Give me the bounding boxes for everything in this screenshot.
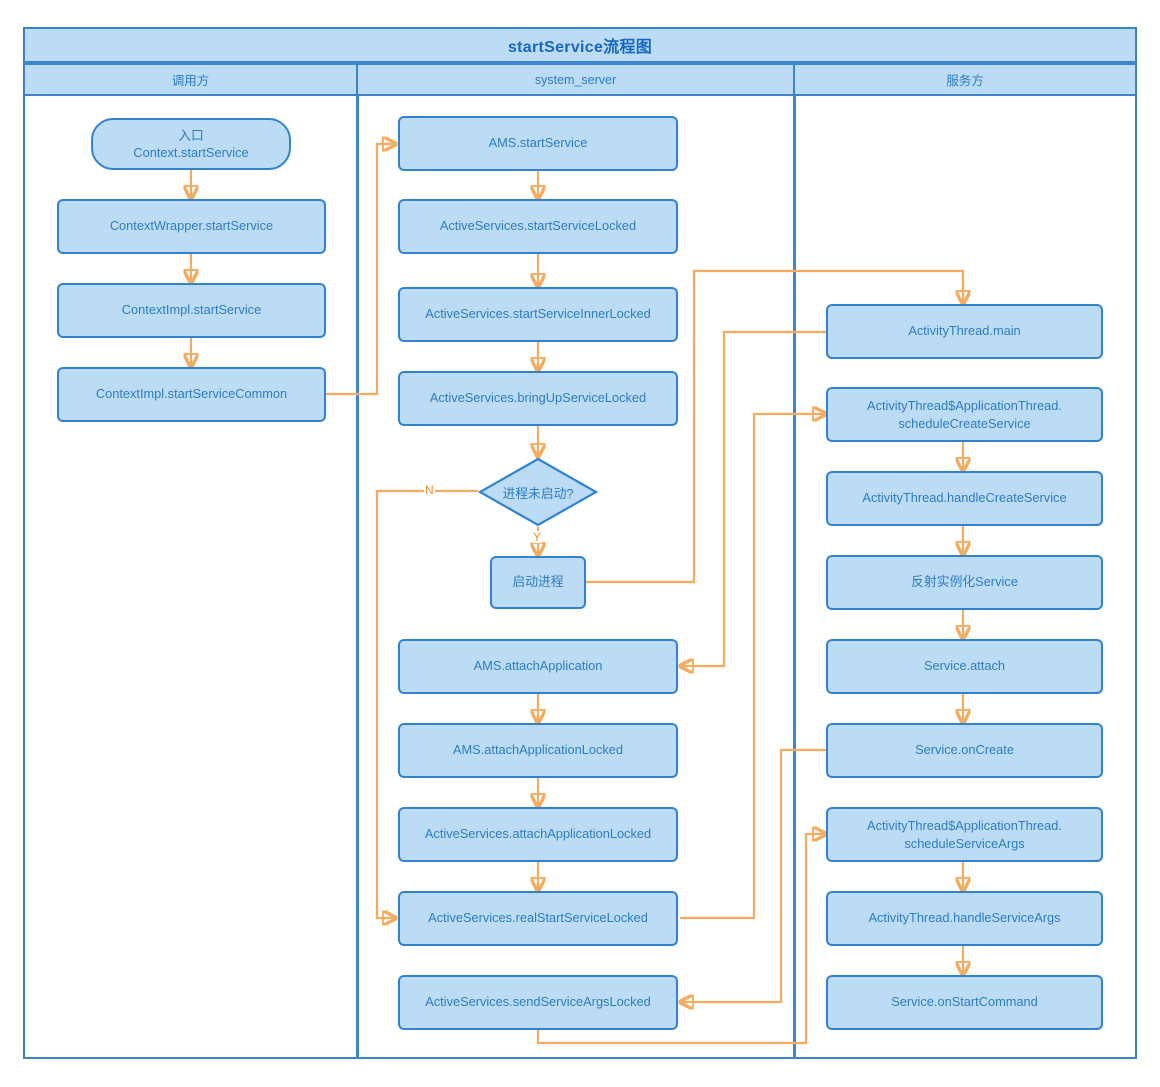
- node-ams-attachapplicationlocked[interactable]: AMS.attachApplicationLocked: [398, 723, 678, 778]
- node-activeservices-sendserviceargslocked[interactable]: ActiveServices.sendServiceArgsLocked: [398, 975, 678, 1030]
- node-activeservices-startservicelocked[interactable]: ActiveServices.startServiceLocked: [398, 199, 678, 254]
- node-schedulecreateservice-line1: ActivityThread$ApplicationThread.: [867, 398, 1062, 414]
- node-entry[interactable]: 入口 Context.startService: [91, 118, 291, 170]
- lane-header-service: 服务方: [793, 63, 1137, 96]
- lane-divider-2: [793, 96, 796, 1059]
- node-activitythread-handlecreateservice[interactable]: ActivityThread.handleCreateService: [826, 471, 1103, 526]
- node-activitythread-handleserviceargs[interactable]: ActivityThread.handleServiceArgs: [826, 891, 1103, 946]
- node-activitythread-schedulecreateservice[interactable]: ActivityThread$ApplicationThread. schedu…: [826, 387, 1103, 442]
- node-decision-label: 进程未启动?: [502, 485, 574, 501]
- node-decision-process-not-started[interactable]: 进程未启动?: [478, 457, 598, 527]
- node-activitythread-main[interactable]: ActivityThread.main: [826, 304, 1103, 359]
- node-scheduleserviceargs-line1: ActivityThread$ApplicationThread.: [867, 818, 1062, 834]
- node-contextimpl-startservicecommon[interactable]: ContextImpl.startServiceCommon: [57, 367, 326, 422]
- edge-label-no: N: [424, 483, 435, 497]
- edge-label-yes: Y: [532, 530, 543, 544]
- node-contextwrapper-startservice[interactable]: ContextWrapper.startService: [57, 199, 326, 254]
- node-ams-attachapplication[interactable]: AMS.attachApplication: [398, 639, 678, 694]
- lane-divider-1: [356, 96, 359, 1059]
- node-contextimpl-startservice[interactable]: ContextImpl.startService: [57, 283, 326, 338]
- node-service-attach[interactable]: Service.attach: [826, 639, 1103, 694]
- node-entry-text: 入口 Context.startService: [133, 127, 248, 162]
- diamond-shape: [478, 457, 598, 527]
- node-reflect-instantiate-service[interactable]: 反射实例化Service: [826, 555, 1103, 610]
- lane-header-caller: 调用方: [23, 63, 358, 96]
- diagram-title: startService流程图: [23, 27, 1137, 63]
- node-ams-startservice[interactable]: AMS.startService: [398, 116, 678, 171]
- node-activitythread-scheduleserviceargs[interactable]: ActivityThread$ApplicationThread. schedu…: [826, 807, 1103, 862]
- lane-header-system-server: system_server: [356, 63, 795, 96]
- node-entry-line1: 入口: [178, 127, 204, 143]
- node-scheduleserviceargs-line2: scheduleServiceArgs: [904, 835, 1025, 851]
- node-service-onstartcommand[interactable]: Service.onStartCommand: [826, 975, 1103, 1030]
- node-activeservices-startserviceinnerlocked[interactable]: ActiveServices.startServiceInnerLocked: [398, 287, 678, 342]
- node-activeservices-attachapplicationlocked[interactable]: ActiveServices.attachApplicationLocked: [398, 807, 678, 862]
- node-activeservices-realstartservicelocked[interactable]: ActiveServices.realStartServiceLocked: [398, 891, 678, 946]
- node-scheduleserviceargs-text: ActivityThread$ApplicationThread. schedu…: [867, 817, 1062, 852]
- node-schedulecreateservice-line2: scheduleCreateService: [898, 415, 1031, 431]
- node-service-oncreate[interactable]: Service.onCreate: [826, 723, 1103, 778]
- node-entry-line2: Context.startService: [133, 145, 249, 160]
- node-activeservices-bringupservicelocked[interactable]: ActiveServices.bringUpServiceLocked: [398, 371, 678, 426]
- node-start-process[interactable]: 启动进程: [490, 556, 586, 609]
- node-schedulecreateservice-text: ActivityThread$ApplicationThread. schedu…: [867, 397, 1062, 432]
